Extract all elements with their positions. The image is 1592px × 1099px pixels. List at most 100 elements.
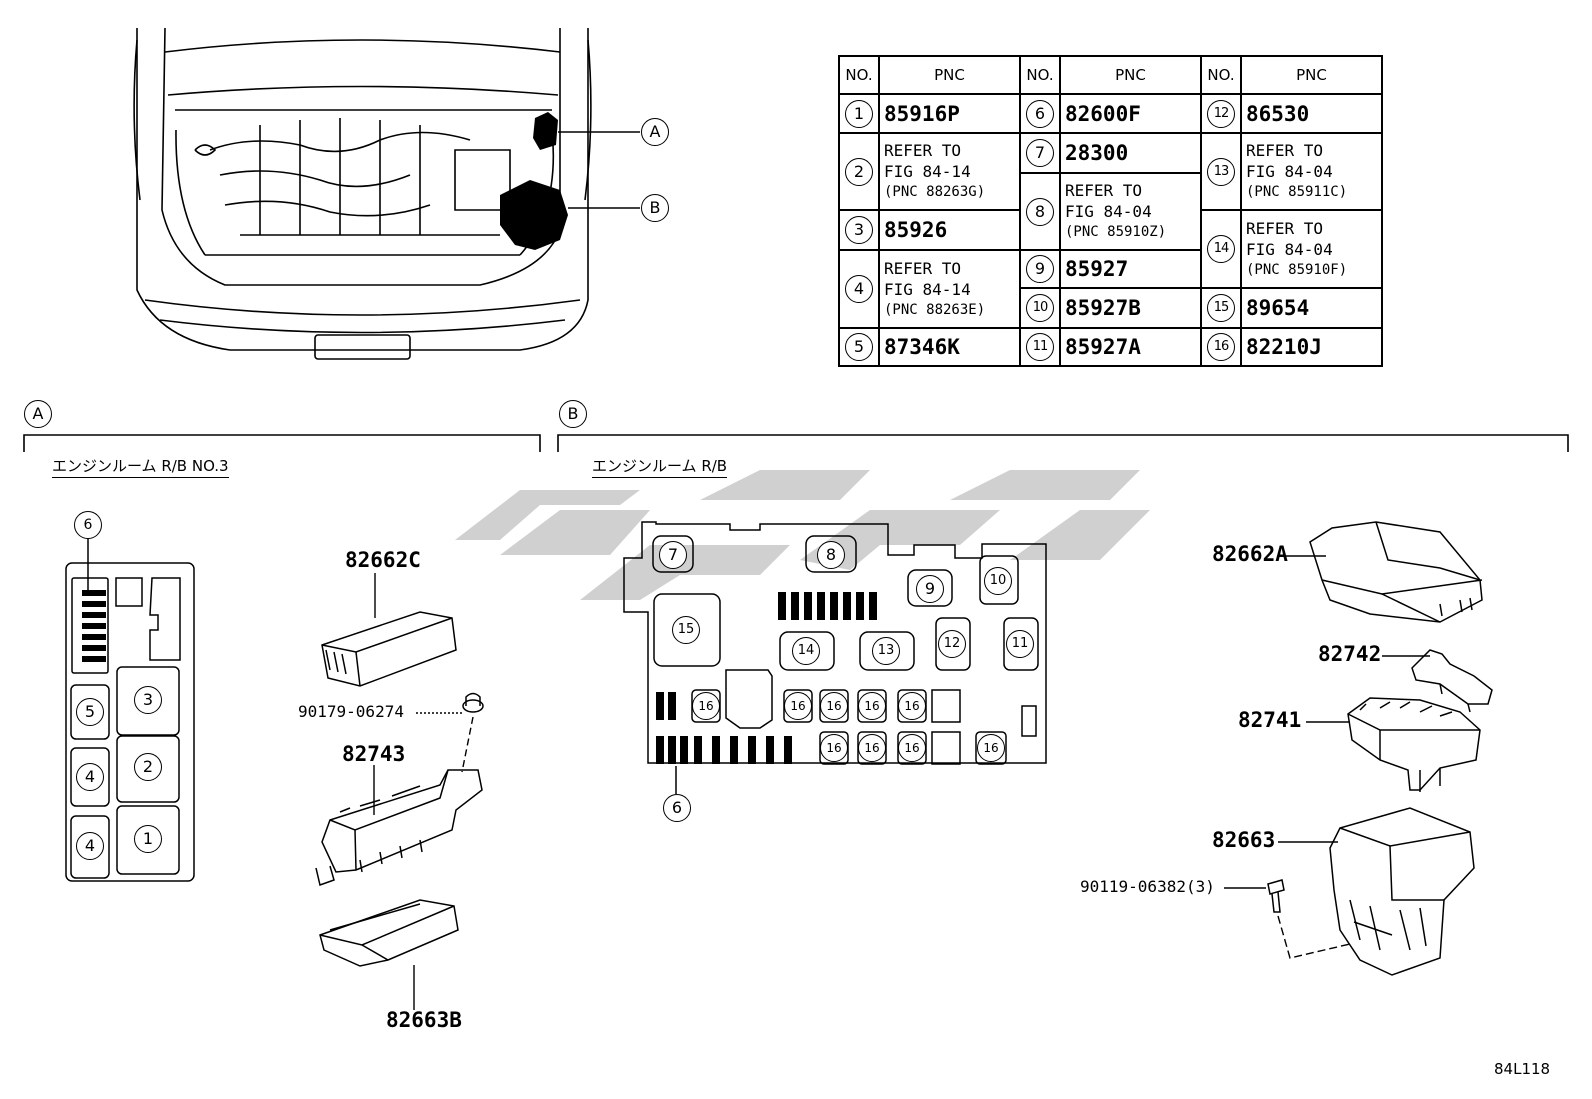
box-b-callout-11: 11 [1006,630,1034,658]
item-number: 2 [845,157,873,186]
part-label-82662c: 82662C [345,548,421,572]
header-pnc: PNC [878,55,1021,95]
item-number: 1 [845,99,873,128]
part-label-90119-06382: 90119-06382(3) [1080,877,1215,896]
part-label-90179-06274: 90179-06274 [298,702,404,721]
table-row: 1 85916P 6 82600F 12 86530 [838,93,1383,134]
box-b-callout-16: 16 [784,692,812,720]
box-a-callout-4: 4 [76,763,104,791]
box-a-callout-3: 3 [134,686,162,714]
dash-90179 [461,716,474,773]
relay-block-a-location [533,112,558,150]
clip-82742 [1411,649,1493,713]
header-no: NO. [838,55,880,95]
table-header-row: NO. PNC NO. PNC NO. PNC [838,55,1383,95]
dash-90119 [1277,915,1351,959]
box-b-callout-16: 16 [898,692,926,720]
pnc-value: 85927A [1065,335,1141,359]
part-label-82662a: 82662A [1212,542,1288,566]
part-label-82741: 82741 [1238,708,1302,732]
box-b-callout-9: 9 [916,575,944,603]
header-pnc: PNC [1059,55,1202,95]
table-row: 10 85927B 15 89654 [839,287,1383,329]
box-b-callout-7: 7 [659,541,687,569]
part-label-82742: 82742 [1318,642,1382,666]
callout-a-car: A [641,118,669,146]
box-b-callout-16: 16 [820,692,848,720]
relay-block-b-diagram [623,521,1047,794]
header-pnc: PNC [1240,55,1383,95]
box-b-callout-16: 16 [858,734,886,762]
block-82743 [315,769,483,886]
pnc-value: 85916P [884,101,960,126]
item-number: 16 [1207,333,1235,361]
cover-82662c [321,611,457,687]
item-number: 5 [845,333,873,361]
item-number: 13 [1207,157,1235,186]
cover-82662a [1309,521,1483,623]
pnc-value: 82210J [1246,335,1322,359]
box-b-callout-16: 16 [692,692,720,720]
bolt-90119 [1267,879,1285,913]
box-b-callout-16: 16 [820,734,848,762]
view-b-marker: B [559,400,587,428]
pnc-value: 89654 [1246,296,1310,320]
item-number: 11 [1026,333,1054,361]
case-82663b [319,899,459,967]
figure-id: 84L118 [1494,1060,1551,1078]
box-b-callout-10: 10 [984,567,1012,595]
pnc-value: 82600F [1065,101,1141,126]
header-no: NO. [1200,55,1242,95]
bracket-a [23,434,541,452]
box-b-callout-15: 15 [672,616,700,644]
item-number: 9 [1026,255,1054,283]
view-a-marker: A [24,400,52,428]
part-label-82663b: 82663B [386,1008,462,1032]
box-a-callout-6: 6 [74,511,102,539]
pnc-value: 87346K [884,335,960,359]
box-b-callout-16: 16 [858,692,886,720]
header-no: NO. [1019,55,1061,95]
box-b-callout-12: 12 [938,630,966,658]
pnc-value: 86530 [1246,101,1310,126]
item-number: 4 [845,275,873,303]
bracket-b [557,434,1569,452]
item-number: 3 [845,216,873,244]
box-a-callout-4: 4 [76,832,104,860]
block-82741 [1347,697,1481,792]
part-label-82663: 82663 [1212,828,1276,852]
pnc-value: 85927 [1065,257,1129,281]
box-a-callout-5: 5 [76,698,104,726]
part-label-82743: 82743 [342,742,406,766]
item-number: 12 [1207,99,1235,128]
item-number: 15 [1207,294,1235,322]
item-number: 6 [1026,99,1054,128]
case-82663 [1329,807,1475,976]
box-b-callout-16: 16 [898,734,926,762]
box-b-callout-8: 8 [817,541,845,569]
item-number: 10 [1026,294,1054,322]
car-front-illustration [133,27,592,360]
view-b-title: エンジンルーム R/B [592,455,728,478]
fuse-slots-a [82,590,106,662]
view-a-title: エンジンルーム R/B NO.3 [52,455,229,478]
item-number: 7 [1026,139,1054,167]
box-b-callout-6: 6 [663,794,691,822]
pnc-table: NO. PNC NO. PNC NO. PNC 1 85916P 6 82600… [838,55,1383,367]
box-b-callout-13: 13 [872,637,900,665]
box-b-callout-16: 16 [977,734,1005,762]
item-number: 8 [1026,197,1054,226]
box-b-callout-14: 14 [792,637,820,665]
bolt-90179 [462,692,484,713]
box-a-callout-1: 1 [134,825,162,853]
fuse-slots-b [656,592,877,764]
pnc-value: 28300 [1065,141,1129,165]
